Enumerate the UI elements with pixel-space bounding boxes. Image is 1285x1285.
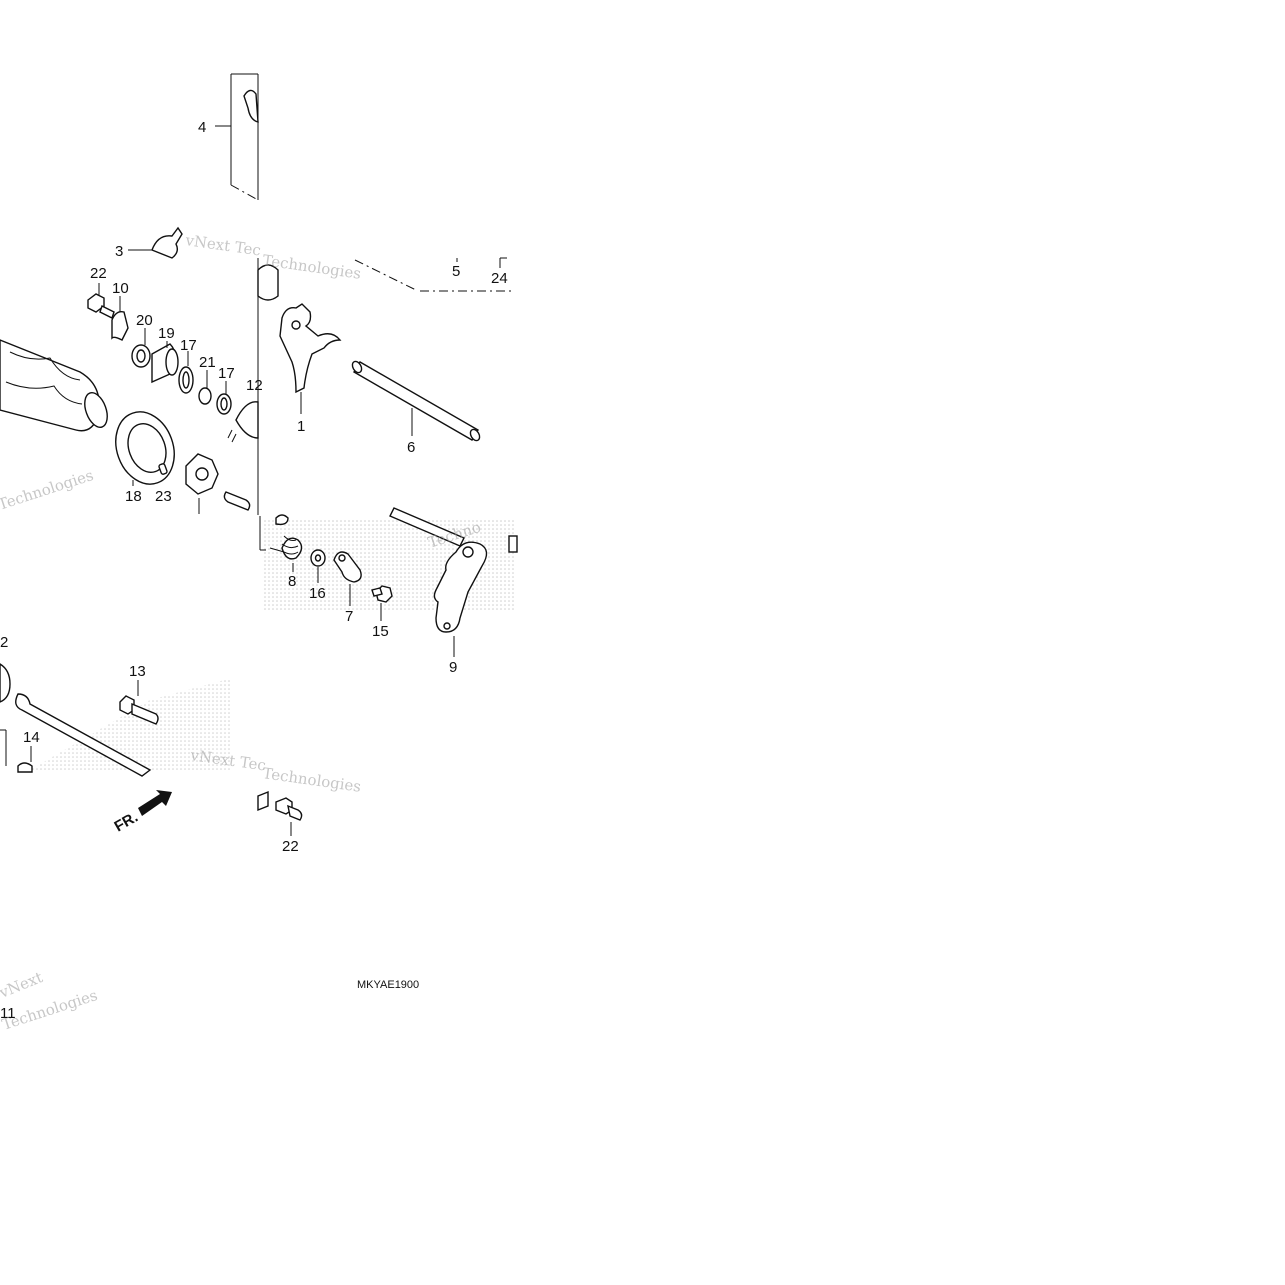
diagram-code: MKYAE1900 [357,979,419,991]
watermark-text: vNext Tec [183,231,262,260]
part-14 [0,729,33,773]
part-13 [119,680,159,725]
watermark-text: Technologies [261,764,362,796]
callout-9: 9 [449,659,457,676]
callout-22: 22 [282,838,299,855]
part-22a [87,283,115,319]
callout-12: 12 [246,377,263,394]
part-10 [111,296,129,341]
watermark-text: Technologies [0,466,96,514]
part-17a [178,351,194,394]
callouts: 4 3 5 24 22 10 20 19 17 21 17 12 1 6 18 … [0,119,508,1022]
part-20 [131,328,151,368]
part-15 [371,585,393,621]
callout-24: 24 [491,270,508,287]
watermark-text: vNext Tec [188,746,267,775]
callout-3: 3 [115,243,123,260]
part-23 [158,463,168,475]
callout-18: 18 [125,488,142,505]
callout-4: 4 [198,119,206,136]
callout-10: 10 [112,280,129,297]
part-2 [0,663,152,777]
callout-11: 11 [0,1005,16,1022]
callout-1: 1 [297,418,305,435]
part-6 [351,360,481,442]
callout-5: 5 [452,263,460,280]
fr-arrow: FR. [112,790,172,836]
part-18 [115,411,175,486]
callout-14: 14 [23,729,40,746]
part-3 [128,226,183,259]
callout-16: 16 [309,585,326,602]
watermarks: vNext Tec Technologies vNext Tec Technol… [0,231,483,1034]
part-shift-cam [185,453,219,514]
callout-17: 17 [180,337,197,354]
callout-13: 13 [129,663,146,680]
part-21 [198,370,212,405]
part-22b [257,790,303,836]
callout-8: 8 [288,573,296,590]
shading [30,518,515,770]
part-4 [215,89,259,127]
part-19 [151,341,179,384]
callout-19: 19 [158,325,175,342]
part-9 [389,507,518,657]
callout-7: 7 [345,608,353,625]
callout-20: 20 [136,312,153,329]
fr-label: FR. [112,809,141,836]
callout-2: 2 [0,634,8,651]
part-7 [333,551,362,606]
part-17b [216,381,232,415]
callout-22: 22 [90,265,107,282]
part-shaft-fragment [257,257,507,301]
part-12 [227,401,259,443]
part-drum [0,339,108,432]
callout-21: 21 [199,354,216,371]
tile-edges [230,73,515,515]
watermark-text: vNext [0,968,45,1002]
callout-23: 23 [155,488,172,505]
part-16 [310,549,326,583]
callout-6: 6 [407,439,415,456]
part-bolt-cam [223,491,251,511]
callout-17: 17 [218,365,235,382]
part-bracket-left [259,516,266,551]
part-1 [279,303,342,414]
callout-15: 15 [372,623,389,640]
part-8 [269,514,303,572]
